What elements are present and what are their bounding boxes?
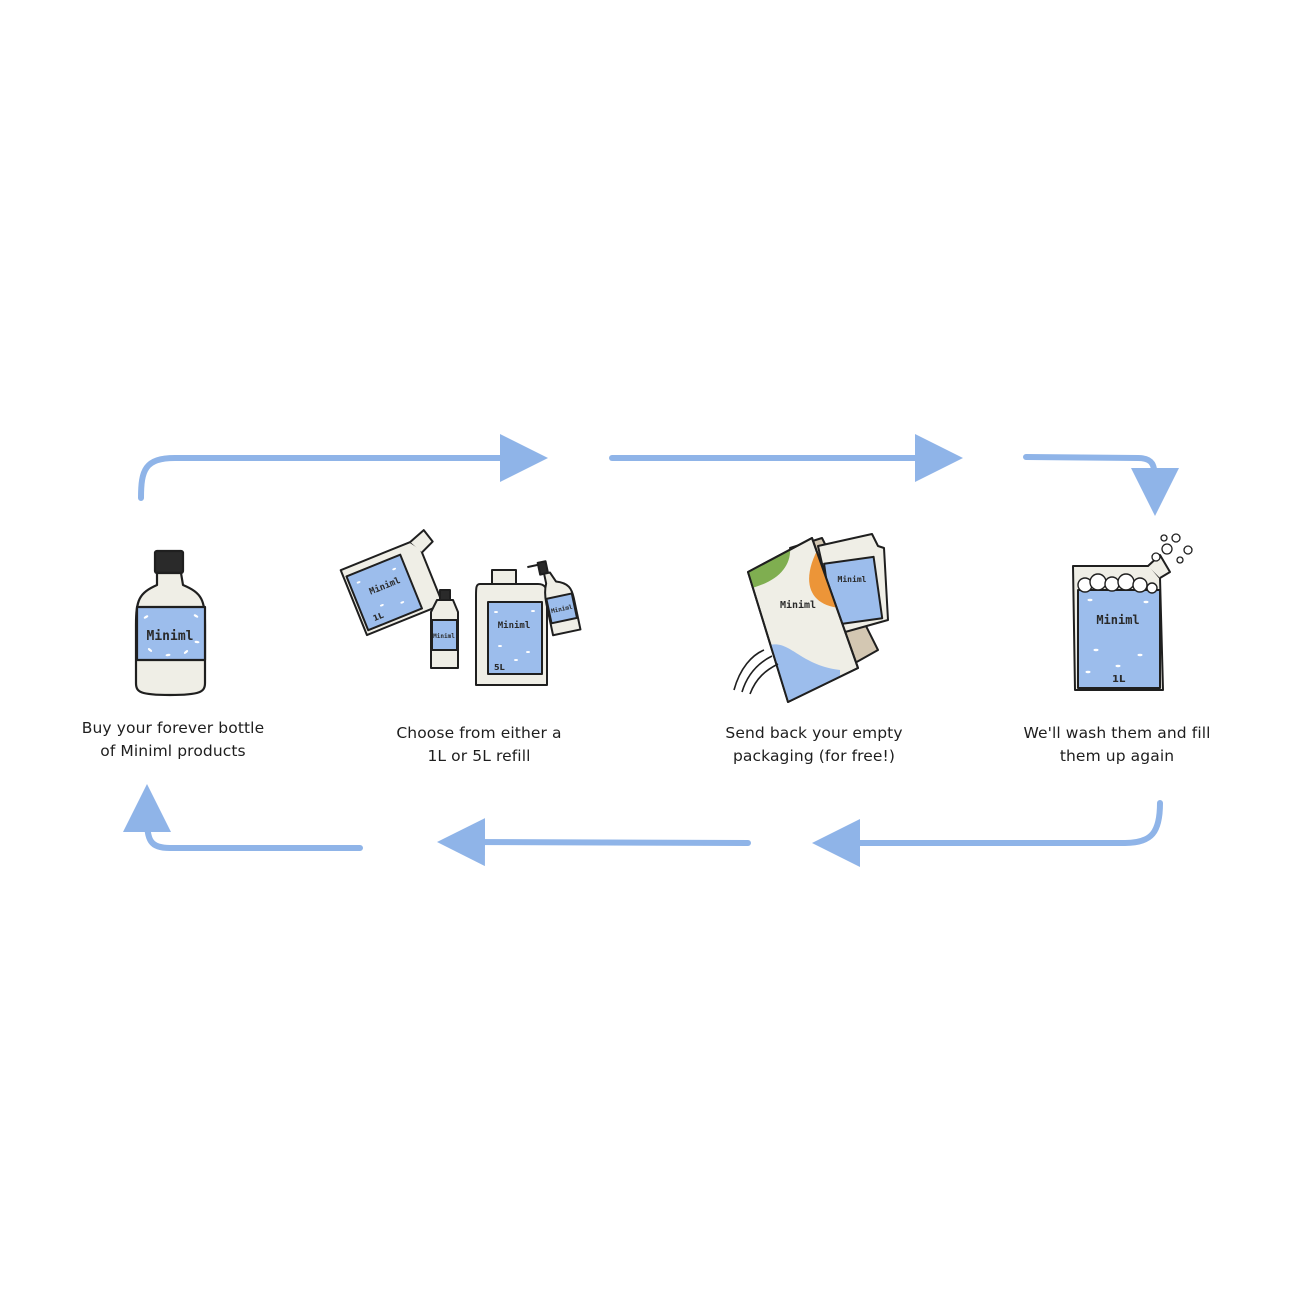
arrow-bottom-3: [123, 784, 363, 851]
svg-text:1L: 1L: [372, 611, 385, 623]
washed-pouch-icon: Miniml 1L: [1072, 533, 1193, 691]
svg-text:5L: 5L: [494, 663, 505, 672]
step-caption-send: Send back your empty packaging (for free…: [725, 724, 903, 765]
svg-text:Miniml: Miniml: [1096, 613, 1139, 627]
svg-text:Miniml: Miniml: [780, 599, 816, 611]
arrow-bottom-2: [437, 818, 751, 867]
svg-text:Miniml: Miniml: [838, 574, 867, 584]
refill-containers-icon: Miniml 1L Miniml Miniml 5L Min: [339, 529, 582, 686]
step-caption-choose: Choose from either a 1L or 5L refill: [396, 724, 562, 765]
forever-bottle-icon: Miniml: [134, 549, 207, 697]
step-caption-wash: We'll wash them and fill them up again: [1023, 724, 1211, 765]
svg-text:Miniml: Miniml: [498, 620, 531, 631]
svg-text:Miniml: Miniml: [551, 604, 574, 615]
arrow-bottom-1: [812, 800, 1163, 867]
return-envelope-icon: Miniml Miniml: [733, 533, 889, 703]
step-caption-buy: Buy your forever bottle of Miniml produc…: [81, 719, 265, 760]
svg-text:Miniml: Miniml: [147, 629, 194, 644]
svg-text:1L: 1L: [1112, 674, 1126, 685]
svg-text:Miniml: Miniml: [433, 633, 455, 640]
arrow-top-3: [1023, 454, 1179, 516]
arrow-top-1: [138, 434, 548, 501]
